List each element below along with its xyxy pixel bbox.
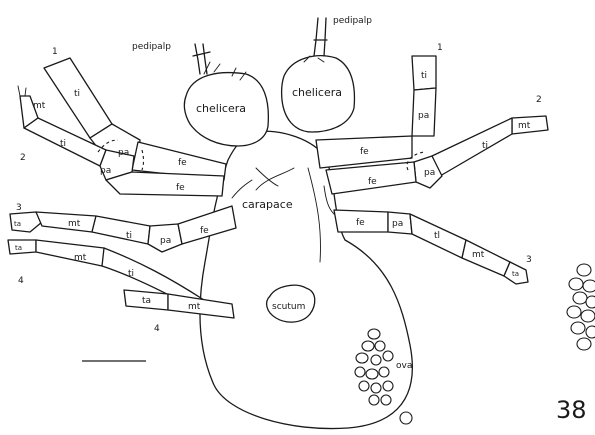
leg-number-3-right: 3: [526, 255, 532, 265]
label-ova: ova: [396, 361, 412, 371]
label-left-mt-2: mt: [33, 101, 46, 111]
label-carapace: carapace: [242, 198, 293, 211]
label-left-pa-1: pa: [118, 148, 129, 158]
label-right-pa-2: pa: [424, 168, 435, 178]
figure-number: 38: [556, 396, 587, 424]
leg3-left-mt: [36, 212, 96, 232]
label-left-mt-4: mt: [74, 253, 87, 263]
label-right-ti-2: ti: [482, 141, 488, 151]
label-left-pa-2: pa: [100, 166, 111, 176]
leg4-left-mt: [36, 240, 104, 266]
leg-number-2-right: 2: [536, 95, 542, 105]
label-left-mt-4b: mt: [188, 302, 201, 312]
label-left-ti-1: ti: [74, 89, 80, 99]
label-left-ti-4: ti: [128, 269, 134, 279]
label-right-ta-3: ta: [512, 270, 519, 278]
label-pedipalp-right: pedipalp: [333, 16, 372, 26]
carapace-groove-2: [232, 180, 252, 198]
label-left-pa-3: pa: [160, 236, 171, 246]
label-left-ta-4b: ta: [142, 296, 151, 306]
label-pedipalp-left: pedipalp: [132, 42, 171, 52]
leg-number-4-left: 4: [18, 276, 24, 286]
leg2-right-tibia: [432, 118, 512, 176]
leg3-right-mt: [462, 240, 510, 276]
label-left-ti-2: ti: [60, 139, 66, 149]
label-right-pa-1: pa: [418, 111, 429, 121]
leg2-left-femur-lower: [106, 172, 224, 196]
label-right-tl-3: tl: [434, 231, 440, 241]
carapace-groove: [256, 168, 294, 190]
label-right-pa-3: pa: [392, 219, 403, 229]
ova-cluster: [355, 329, 412, 424]
label-right-fe-3: fe: [356, 218, 365, 228]
label-right-mt-3: mt: [472, 250, 485, 260]
label-right-fe-1: fe: [360, 147, 369, 157]
label-right-ti-1: ti: [421, 71, 427, 81]
ova-cluster-edge: [567, 264, 595, 350]
leg-number-2-left: 2: [20, 153, 26, 163]
label-left-ti-3: ti: [126, 231, 132, 241]
leg3-left-femur: [178, 206, 236, 244]
leg-number-3-left: 3: [16, 203, 22, 213]
leg-number-1-left: 1: [52, 47, 58, 57]
label-scutum: scutum: [272, 302, 305, 312]
label-left-fe-3: fe: [200, 226, 209, 236]
label-left-mt-3: mt: [68, 219, 81, 229]
leg2-left-claw: [18, 86, 26, 96]
label-left-fe-2: fe: [176, 183, 185, 193]
label-left-ta-4: ta: [15, 244, 22, 252]
leg-number-1-right: 1: [437, 43, 443, 53]
label-chelicera-right: chelicera: [292, 86, 342, 99]
leg3-left-tibia: [92, 216, 150, 244]
pedipalp-right: [314, 18, 327, 56]
leg-number-4-left-lower: 4: [154, 324, 160, 334]
label-chelicera-left: chelicera: [196, 102, 246, 115]
label-left-fe-1: fe: [178, 158, 187, 168]
label-right-fe-2: fe: [368, 177, 377, 187]
label-left-ta-3: ta: [14, 220, 21, 228]
carapace-midline: [308, 168, 321, 262]
label-right-mt-2: mt: [518, 121, 531, 131]
pedipalp-left: [193, 44, 210, 74]
